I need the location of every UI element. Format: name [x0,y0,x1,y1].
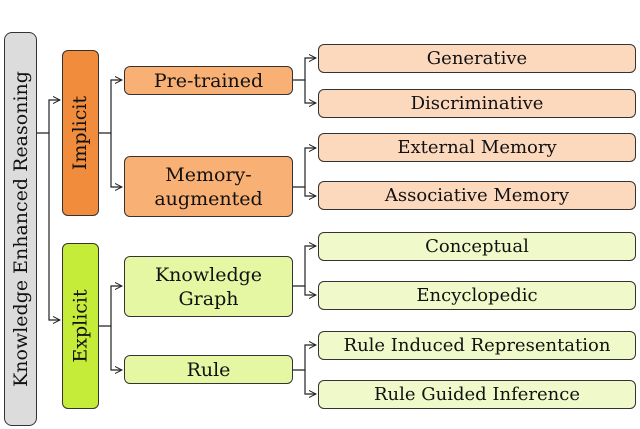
edge-root-explicit [48,133,60,320]
leaf-rule-induced-label: Rule Induced Representation [343,334,611,356]
leaf-discriminative-label: Discriminative [410,92,544,114]
knowledge-graph-label-line2: Graph [178,287,239,310]
edge-pretrained-generative [293,58,316,81]
knowledge-graph-label-line1: Knowledge [154,263,263,286]
leaf-generative-label: Generative [426,47,528,69]
edge-pretrained-discriminative [304,80,316,103]
memory-augmented-label-line2: augmented [154,187,263,210]
leaf-discriminative: Discriminative [318,89,636,118]
memory-augmented-label-line1: Memory- [165,163,252,186]
implicit-node: Implicit [62,50,99,216]
edge-implicit-pretrained [99,80,122,134]
pretrained-label: Pre-trained [153,69,264,92]
explicit-node: Explicit [62,243,99,409]
rule-node: Rule [124,355,293,384]
edge-kg-conceptual [293,246,316,287]
leaf-associative-memory: Associative Memory [318,181,636,210]
leaf-conceptual: Conceptual [318,232,636,261]
explicit-label: Explicit [69,289,92,363]
pretrained-node: Pre-trained [124,66,293,95]
edge-rule-induced [293,345,316,371]
leaf-associative-memory-label: Associative Memory [384,184,570,206]
leaf-rule-guided-label: Rule Guided Inference [373,383,581,405]
leaf-encyclopedic-label: Encyclopedic [416,284,538,306]
knowledge-graph-node: Knowledge Graph [124,256,293,317]
edge-kg-encyclopedic [304,286,316,295]
edge-memory-associative [304,187,316,196]
rule-label: Rule [186,358,231,381]
edge-memory-external [293,148,316,188]
edge-explicit-rule [110,326,122,370]
root-node: Knowledge Enhanced Reasoning [4,32,37,426]
edge-rule-guided [304,370,316,394]
edge-implicit-memory [110,133,122,187]
leaf-external-memory: External Memory [318,133,636,162]
implicit-label: Implicit [69,95,92,171]
leaf-conceptual-label: Conceptual [425,235,529,257]
leaf-generative: Generative [318,44,636,73]
leaf-encyclopedic: Encyclopedic [318,281,636,310]
edge-root-implicit [37,100,60,134]
leaf-rule-guided-inference: Rule Guided Inference [318,380,636,409]
memory-augmented-node: Memory- augmented [124,156,293,217]
leaf-rule-induced-representation: Rule Induced Representation [318,331,636,360]
leaf-external-memory-label: External Memory [397,136,557,158]
edge-explicit-kg [99,286,122,327]
root-label: Knowledge Enhanced Reasoning [9,71,32,387]
